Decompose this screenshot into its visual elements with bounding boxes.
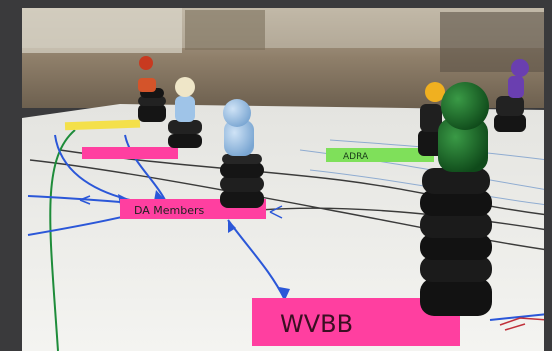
arrow-3: [27, 195, 121, 203]
figure-cream: [168, 77, 202, 148]
svg-text:WVBB: WVBB: [280, 310, 353, 338]
label-top-left: [64, 119, 141, 131]
figure-purple: [494, 59, 529, 132]
label-pink-upper: [82, 147, 178, 159]
arrow-2: [124, 134, 166, 201]
figure-green: [420, 82, 492, 316]
green-line: [49, 129, 76, 351]
svg-text:DA Members: DA Members: [134, 204, 205, 217]
arrow-6: [489, 313, 549, 321]
figure-blue: [220, 99, 264, 208]
figure-red: [138, 56, 166, 122]
arrow-1: [54, 134, 131, 201]
svg-text:ADRA: ADRA: [343, 152, 369, 162]
label-green-right: ADRA: [326, 148, 434, 162]
paper-sheet: [22, 104, 548, 351]
